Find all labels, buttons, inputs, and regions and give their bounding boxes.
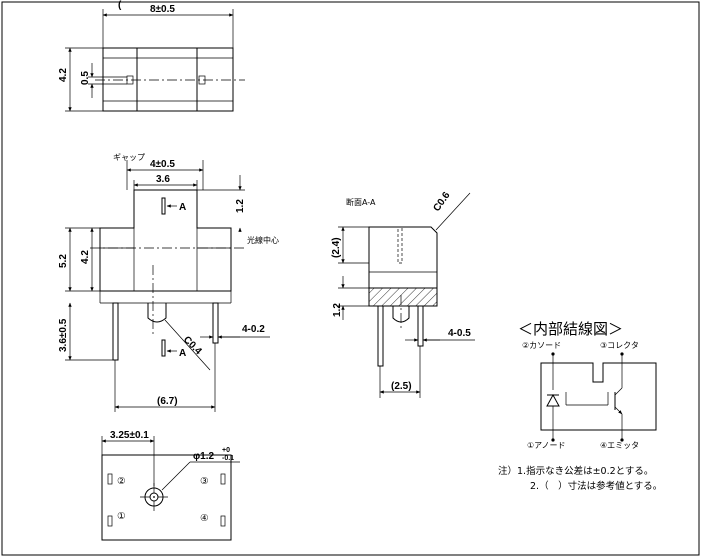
slit-top — [161, 197, 166, 215]
bottom-pin-2: ② — [117, 476, 126, 487]
dim-bottom-offset: 3.25±0.1 — [110, 430, 149, 441]
dim-section-pitch: (2.5) — [391, 381, 412, 392]
internal-package-outline — [540, 362, 657, 431]
section-body — [368, 226, 438, 289]
dim-section-base: 1.2 — [332, 303, 343, 317]
dim-top-slot: 0.5 — [80, 71, 91, 85]
dim-slot-depth: 4.2 — [80, 250, 91, 264]
dim-body-height: 5.2 — [58, 254, 69, 268]
internal-diagram-title: ＜内部結線図＞ — [518, 320, 623, 338]
top-view: 8±0.5 4.2 0.5 — [58, 4, 245, 112]
front-view: ギャップ 4±0.5 3.6 1.2 A 光線中心 — [58, 153, 279, 412]
led-symbol — [546, 393, 560, 407]
section-marker-bottom: A — [179, 348, 186, 359]
top-view-body — [102, 47, 234, 112]
section-lead-right — [417, 305, 424, 347]
optical-center-label: 光線中心 — [247, 235, 279, 245]
dim-hole-tol-lower: -0.1 — [222, 455, 234, 462]
section-lead-left — [377, 305, 384, 367]
slit-bottom — [161, 339, 166, 357]
dim-lead-length: 3.6±0.5 — [58, 318, 69, 352]
bottom-pin-1: ① — [117, 511, 126, 522]
bottom-pin-3: ③ — [200, 476, 209, 487]
lead-right — [212, 302, 219, 344]
dim-hole: φ1.2 — [193, 451, 214, 462]
dim-gap: 4±0.5 — [150, 159, 175, 170]
pin4-label: ④エミッタ — [600, 441, 639, 450]
note-line-1: 注）1.指示なき公差は±0.2とする。 — [498, 465, 653, 477]
section-title: 断面A-A — [346, 197, 376, 207]
bottom-pin-4: ④ — [200, 513, 209, 524]
section-hatched-base — [368, 287, 438, 307]
pin3-label: ③コレクタ — [600, 341, 639, 350]
section-slit — [397, 226, 403, 264]
dim-top-offset: 1.2 — [235, 199, 246, 213]
lead-left — [112, 302, 119, 361]
dim-lead-width: 4-0.2 — [242, 324, 265, 335]
pin1-label: ①アノード — [527, 441, 565, 450]
bottom-view: ② ③ ① ④ 3.25±0.1 φ1.2 +0 -0.1 — [101, 430, 240, 541]
section-marker-top: A — [179, 202, 186, 213]
pin2-label: ②カソード — [522, 341, 561, 350]
lens — [147, 303, 167, 323]
dim-section-lead: 4-0.5 — [448, 328, 471, 339]
internal-diagram: ＜内部結線図＞ ②カソード ③コレクタ ①アノード ④エミッタ — [518, 320, 657, 450]
dim-hole-tol-upper: +0 — [222, 447, 230, 454]
note-line-2: 2.（ ）寸法は参考値とする。 — [530, 480, 662, 492]
header-fragment: ( — [118, 0, 122, 11]
dim-top-width: 8±0.5 — [150, 4, 175, 15]
gap-label: ギャップ — [113, 153, 145, 162]
top-view-gap — [136, 47, 198, 112]
dim-lead-pitch: (6.7) — [157, 396, 178, 407]
dim-inner: 3.6 — [156, 174, 170, 185]
dim-top-height: 4.2 — [58, 68, 69, 82]
bottom-view-body — [101, 454, 232, 541]
dim-section-upper: (2.4) — [331, 237, 342, 258]
section-view: 断面A-A C0.6 (2.4) 1.2 4-0.5 (2.5) — [331, 190, 475, 398]
dim-section-chamfer: C0.6 — [431, 190, 452, 214]
